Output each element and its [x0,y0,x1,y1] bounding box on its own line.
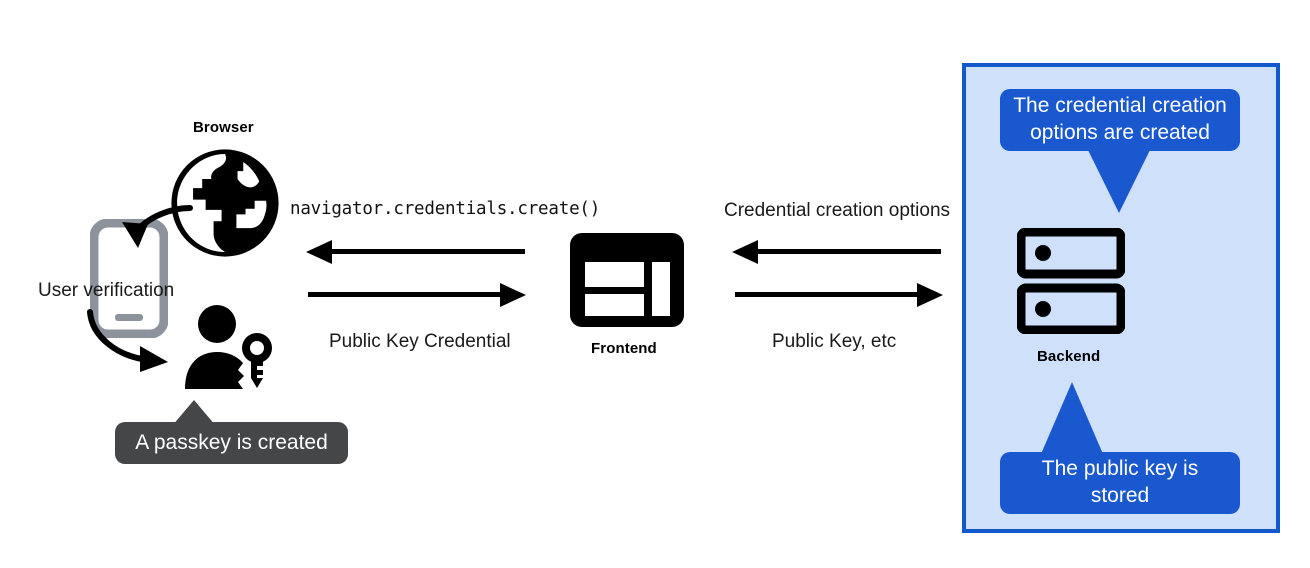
frontend-label: Frontend [591,340,657,357]
public-key-credential-arrow-line [308,292,503,297]
public-key-stored-callout: The public key is stored [1000,452,1240,514]
passkey-created-text: A passkey is created [135,430,328,454]
browser-to-phone-arrow [104,200,194,270]
globe-icon [168,146,282,260]
public-key-credential-label: Public Key Credential [329,331,511,352]
phone-to-user-arrow [78,308,188,380]
server-rack-icon [1017,228,1125,334]
browser-window-icon [568,231,686,329]
credential-creation-options-arrowhead [732,240,758,264]
navigator-create-arrowhead [306,240,332,264]
backend-label: Backend [1037,348,1101,365]
public-key-stored-tail [1041,382,1103,454]
public-key-stored-line2: stored [1090,484,1150,507]
credential-options-created-line2: options are created [1030,121,1210,144]
browser-label: Browser [193,119,254,136]
passkey-created-tail [172,400,216,426]
public-key-credential-arrowhead [500,283,526,307]
public-key-etc-label: Public Key, etc [772,331,897,352]
public-key-etc-arrow-line [735,292,920,297]
navigator-create-arrow-line [330,249,525,254]
credential-creation-options-arrow-line [756,249,941,254]
credential-options-created-callout: The credential creation options are crea… [1000,89,1240,151]
navigator-create-label: navigator.credentials.create() [290,199,601,219]
passkey-created-callout: A passkey is created [115,422,348,464]
credential-creation-options-label: Credential creation options [724,200,951,221]
user-with-key-icon [183,304,279,389]
public-key-stored-line1: The public key is [1041,457,1199,481]
credential-options-created-tail [1088,150,1150,213]
user-verification-label: User verification [38,280,175,301]
public-key-etc-arrowhead [917,283,943,307]
credential-options-created-line1: The credential creation [1013,94,1227,118]
